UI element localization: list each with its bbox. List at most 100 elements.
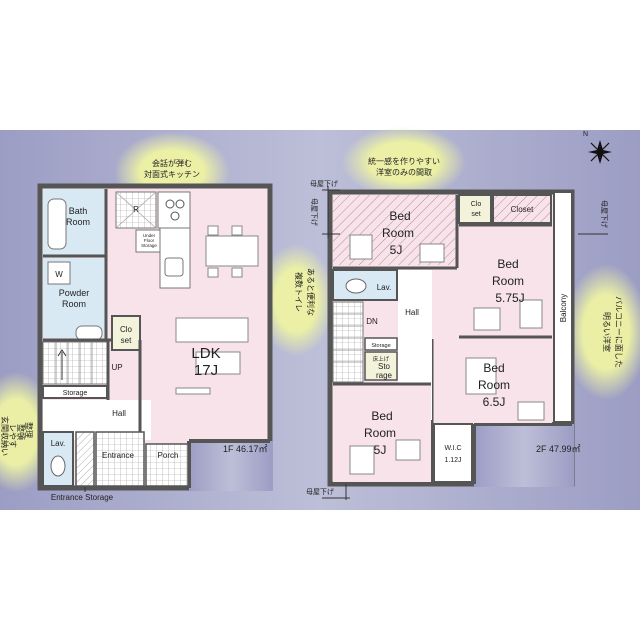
under-floor-label-1: Under (143, 233, 156, 238)
toilet-icon-1f (50, 455, 66, 477)
entrance-storage (75, 431, 95, 487)
callout-bedrooms-1: 統一感を作りやすい (368, 156, 440, 166)
bath-room-label-1: Bath (69, 206, 88, 216)
floor-1-area: 1F 46.17㎡ (223, 444, 268, 454)
callout-kitchen-1: 会話が弾む (152, 158, 192, 168)
kitchen-sink-icon (164, 257, 184, 277)
powder-room-label-2: Room (62, 299, 86, 309)
bed1-label-1: Bed (389, 209, 410, 223)
bed2-label-1: Bed (497, 257, 518, 271)
tv-board (175, 387, 211, 395)
walk-in-closet (433, 423, 473, 483)
lav-1f-label: Lav. (51, 439, 66, 448)
eaves-markers (322, 186, 608, 500)
floor-1-notch (189, 441, 273, 491)
storage-2f (364, 337, 398, 351)
closet-1f (111, 315, 141, 351)
closet-small-2f (458, 194, 492, 224)
hall-1f-label: Hall (112, 409, 126, 418)
cooktop-icon (157, 191, 191, 229)
closet-1f-label-2: set (121, 336, 132, 345)
closet-small-label-1: Clo (471, 201, 482, 208)
hall-2f-label: Hall (405, 308, 419, 317)
bed-icon (349, 234, 373, 260)
callout-balcony-2: 明るい洋室 (602, 312, 612, 352)
powder-room-label-1: Powder (59, 288, 90, 298)
washer-icon (47, 261, 71, 285)
porch (145, 443, 189, 487)
eaves-label-bottom: 母屋下げ (306, 487, 334, 496)
bed2-label-2: Room (492, 274, 524, 288)
floor-1-plan (37, 183, 273, 492)
callout-storage-2: 整頓 (16, 424, 26, 440)
bed4-size: 5J (374, 443, 387, 457)
bed3-size: 6.5J (483, 395, 506, 409)
lav-2f-label: Lav. (377, 283, 392, 292)
desk-icon (419, 243, 445, 263)
coffee-table (195, 351, 241, 375)
callout-storage-3: レやす (8, 424, 17, 448)
attic-storage-label-3: rage (376, 371, 393, 380)
attic-storage (364, 351, 398, 381)
entrance-storage-label: Entrance Storage (51, 493, 114, 502)
callout-bubble-bedrooms (342, 126, 466, 198)
callout-bubble-balcony (564, 264, 640, 400)
eaves-label-top-left: 母屋下げ (310, 179, 338, 188)
ldk-size: 17J (194, 362, 218, 379)
bed4-label-1: Bed (371, 409, 392, 423)
under-floor-label-3: Storage (141, 243, 157, 248)
porch-label: Porch (158, 451, 179, 460)
toilet-icon-2f (345, 278, 367, 294)
floor-2-notch (474, 424, 574, 487)
floor-2-area: 2F 47.99㎡ (536, 444, 581, 454)
closet-small-label-2: set (471, 211, 480, 218)
callout-bubble-toilet (258, 244, 334, 356)
ldk-label: LDK (191, 345, 220, 362)
bed1-size: 5J (390, 243, 403, 257)
callout-storage-4: 玄関収納い (0, 416, 10, 456)
wic-label: W.I.C (444, 445, 461, 452)
entrance (95, 431, 145, 487)
callout-kitchen-2: 対面式キッチン (144, 169, 200, 179)
storage-2f-label: Storage (371, 343, 390, 349)
bathtub-icon (47, 198, 67, 250)
wic-size: 1.12J (444, 457, 461, 464)
bed3-label-2: Room (478, 378, 510, 392)
bed-room-4 (333, 384, 431, 482)
dining-table (205, 235, 259, 267)
compass-north-label: N (583, 131, 588, 138)
closet-2f (492, 194, 552, 224)
bed4-label-2: Room (364, 426, 396, 440)
attic-storage-label-1: 床上げ (373, 355, 390, 363)
dn-label: DN (366, 317, 378, 326)
balcony-label: Balcony (559, 294, 568, 322)
under-floor-label-2: Floor (144, 238, 155, 243)
eaves-label-left-vertical: 母屋下げ (310, 198, 319, 226)
compass-icon (588, 140, 612, 164)
callout-bedrooms-2: 洋室のみの間取 (376, 167, 432, 177)
closet-2f-label: Closet (511, 205, 534, 214)
storage-1f-label: Storage (63, 390, 88, 397)
bed3-label-1: Bed (483, 361, 504, 375)
entrance-label: Entrance (102, 451, 135, 460)
callout-balcony-1: バルコニーに面した (614, 296, 623, 368)
refrigerator-mark: R (133, 205, 139, 214)
stairs-2f (332, 301, 364, 383)
bath-room-label-2: Room (66, 217, 90, 227)
sofa (175, 317, 249, 343)
washer-mark: W (55, 270, 63, 279)
stairs-1f (42, 341, 108, 385)
closet-1f-label-1: Clo (120, 325, 133, 334)
attic-storage-label-2: Sto (378, 362, 391, 371)
bed2-size: 5.75J (495, 291, 524, 305)
kitchen-counter (159, 227, 191, 289)
floor-2-plan (322, 186, 608, 500)
sink-icon (75, 325, 103, 341)
callout-toilet-1: あると便利な (306, 268, 316, 316)
bed1-label-2: Room (382, 226, 414, 240)
callout-toilet-2: 複数トイレ (294, 272, 304, 312)
callout-storage-1: 整理 (24, 422, 34, 438)
up-label: UP (111, 363, 122, 372)
eaves-label-right-vertical: 母屋下げ (600, 200, 609, 228)
